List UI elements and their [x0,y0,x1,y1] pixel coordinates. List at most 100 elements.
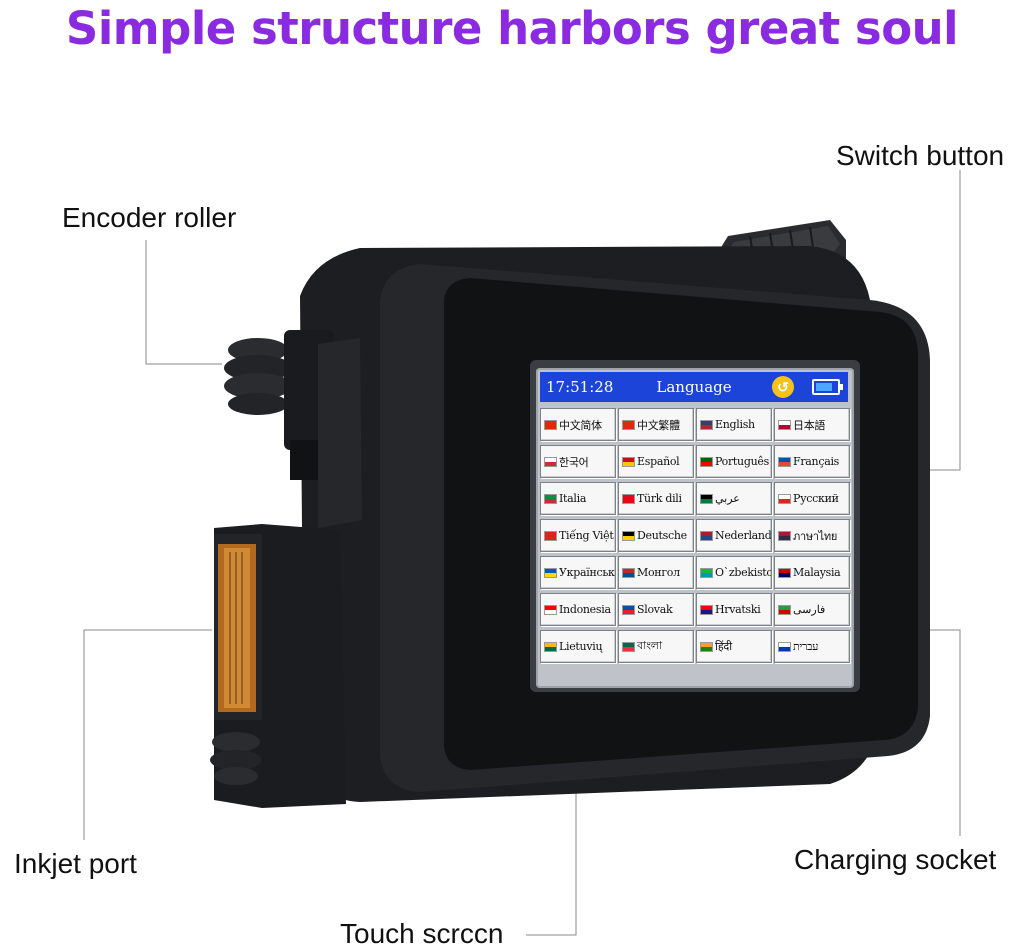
language-button[interactable]: Indonesia [540,593,616,626]
language-button[interactable]: Tiếng Việt [540,519,616,552]
language-button[interactable]: O`zbekiston [696,556,772,589]
language-label: Hrvatski [715,603,761,616]
language-button[interactable]: Malaysia [774,556,850,589]
flag-icon [778,641,791,652]
language-button[interactable]: 中文繁體 [618,408,694,441]
language-label: 日本語 [793,418,826,432]
language-button[interactable]: English [696,408,772,441]
language-label: Malaysia [793,566,841,579]
flag-icon [778,567,791,578]
language-label: עברית [793,640,819,653]
callout-encoder-roller: Encoder roller [62,202,237,233]
language-button[interactable]: Slovak [618,593,694,626]
flag-icon [544,419,557,430]
language-button[interactable]: فارسی [774,593,850,626]
flag-icon [778,604,791,615]
language-label: 한국어 [559,455,589,469]
language-button[interactable]: עברית [774,630,850,663]
flag-icon [700,530,713,541]
flag-icon [778,530,791,541]
screen-title: Language [656,378,732,396]
language-label: Монгол [637,566,680,579]
language-label: Español [637,455,680,468]
language-label: Indonesia [559,603,611,616]
language-label: Nederland [715,529,772,542]
language-label: Slovak [637,603,673,616]
language-button[interactable]: Italia [540,482,616,515]
language-label: Italia [559,492,587,505]
device-side-block [318,338,362,528]
flag-icon [700,567,713,578]
leader-inkjet [83,629,212,840]
flag-icon [544,530,557,541]
language-button[interactable]: ภาษาไทย [774,519,850,552]
language-button[interactable]: 日本語 [774,408,850,441]
flag-icon [544,567,557,578]
flag-icon [778,419,791,430]
language-button[interactable]: Deutsche [618,519,694,552]
language-button[interactable]: Lietuvių [540,630,616,663]
headline: Simple structure harbors great soul [65,2,959,55]
language-button[interactable]: عربي [696,482,772,515]
language-button[interactable]: Português [696,445,772,478]
language-button[interactable]: Українська [540,556,616,589]
language-label: Lietuvių [559,640,603,653]
flag-icon [544,456,557,467]
battery-icon [812,379,843,395]
flag-icon [544,604,557,615]
status-bar: 17:51:28 Language ↺ [540,372,848,402]
language-label: Türk dili [637,492,682,505]
callout-touch-screen: Touch scrccn [340,918,504,949]
leader-charge [930,629,961,836]
language-button[interactable]: 한국어 [540,445,616,478]
language-label: Deutsche [637,529,687,542]
language-label: Tiếng Việt [559,529,614,542]
language-button[interactable]: Français [774,445,850,478]
language-button[interactable]: Türk dili [618,482,694,515]
refresh-icon[interactable]: ↺ [772,376,794,398]
flag-icon [700,419,713,430]
clock: 17:51:28 [546,378,614,396]
flag-icon [700,493,713,504]
flag-icon [544,493,557,504]
callout-inkjet-port: Inkjet port [14,848,137,879]
callout-charging-socket: Charging socket [794,844,997,875]
flag-icon [700,456,713,467]
language-button[interactable]: Русский [774,482,850,515]
language-button[interactable]: Nederland [696,519,772,552]
flag-icon [778,456,791,467]
callout-switch-button: Switch button [836,140,1005,171]
language-button[interactable]: हिंदी [696,630,772,663]
language-button[interactable]: Español [618,445,694,478]
language-grid: 中文简体 中文繁體 English 日本語 한국어 Español Português Fra… [540,408,850,663]
inkjet-port-part [210,524,346,808]
language-label: Русский [793,492,839,505]
language-label: Français [793,455,840,468]
flag-icon [622,567,635,578]
leader-encoder [145,240,222,365]
language-label: English [715,418,755,431]
flag-icon [544,641,557,652]
language-label: Українська [559,566,616,579]
language-button[interactable]: বাংলা [618,630,694,663]
language-label: 中文繁體 [637,418,680,432]
flag-icon [622,641,635,652]
language-label: हिंदी [715,640,732,653]
language-button[interactable]: 中文简体 [540,408,616,441]
flag-icon [778,493,791,504]
encoder-roller-part [224,330,334,480]
language-label: عربي [715,492,740,505]
leader-switch [930,170,961,471]
flag-icon [622,530,635,541]
flag-icon [622,493,635,504]
touch-screen[interactable]: 17:51:28 Language ↺ 中文简体 中文繁體 English 日本語 한국… [536,368,854,688]
flag-icon [700,641,713,652]
flag-icon [622,419,635,430]
language-button[interactable]: Hrvatski [696,593,772,626]
language-button[interactable]: Монгол [618,556,694,589]
flag-icon [622,456,635,467]
flag-icon [622,604,635,615]
language-label: Português [715,455,769,468]
language-label: O`zbekiston [715,566,771,579]
language-label: ภาษาไทย [793,529,837,543]
